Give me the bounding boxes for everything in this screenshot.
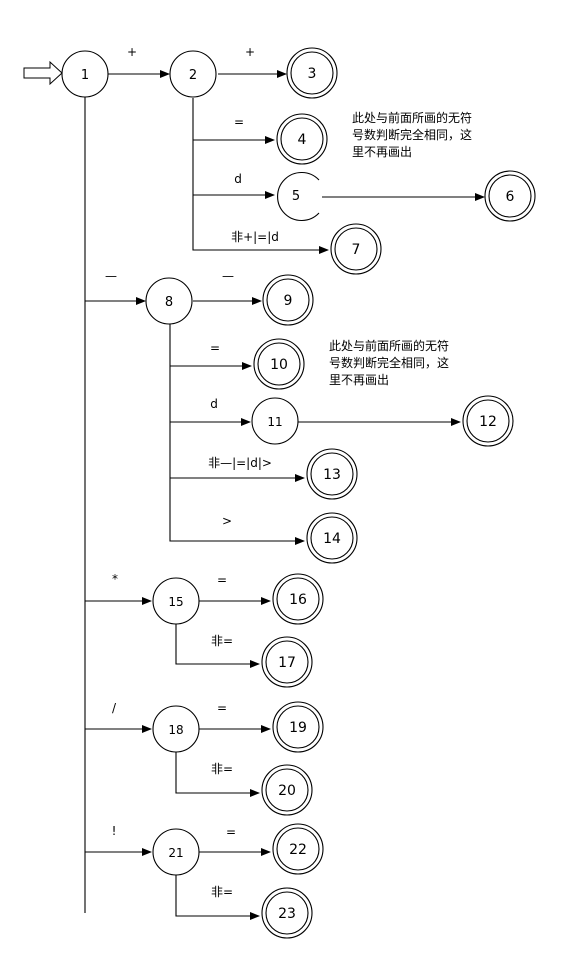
svg-text:3: 3	[308, 66, 317, 82]
svg-text:16: 16	[289, 592, 307, 608]
svg-text:10: 10	[270, 357, 288, 373]
state-5: 5	[277, 171, 320, 222]
svg-text:11: 11	[267, 415, 282, 429]
start-arrow	[23, 60, 63, 86]
edge-2-7	[192, 98, 329, 254]
svg-text:15: 15	[168, 595, 183, 609]
annotation-note-2: 此处与前面所画的无符号数判断完全相同，这里不再画出	[329, 339, 450, 387]
svg-text:12: 12	[479, 414, 497, 430]
svg-text:5: 5	[292, 189, 300, 204]
label-1-15: *	[112, 572, 118, 586]
edge-18-20	[175, 752, 260, 797]
label-8-11: d	[210, 397, 218, 411]
state-15: 15	[152, 577, 200, 625]
svg-text:21: 21	[168, 846, 183, 860]
state-12-final: 12	[462, 395, 514, 447]
label-8-13: 非—|=|d|>	[208, 456, 272, 470]
label-1-18: /	[112, 701, 117, 715]
state-4-final: 4	[276, 113, 328, 165]
state-18: 18	[152, 705, 200, 753]
edge-8-14	[169, 324, 305, 545]
svg-text:17: 17	[278, 655, 296, 671]
label-8-9: —	[222, 269, 234, 283]
label-1-21: !	[112, 824, 117, 838]
state-20-final: 20	[261, 764, 313, 816]
state-2: 2	[169, 50, 217, 98]
label-2-3: +	[245, 45, 255, 59]
label-21-22: =	[226, 825, 236, 839]
state-16-final: 16	[272, 573, 324, 625]
state-21: 21	[152, 828, 200, 876]
edge-21-23	[175, 875, 260, 920]
label-8-10: =	[210, 341, 220, 355]
svg-text:4: 4	[298, 132, 307, 148]
svg-text:7: 7	[352, 242, 361, 258]
svg-text:18: 18	[168, 723, 183, 737]
label-1-2: +	[127, 45, 137, 59]
state-19-final: 19	[272, 701, 324, 753]
state-11: 11	[251, 397, 299, 445]
state-8: 8	[145, 277, 193, 325]
state-10-final: 10	[253, 338, 305, 390]
state-23-final: 23	[261, 887, 313, 939]
svg-text:2: 2	[189, 68, 197, 83]
label-18-20: 非=	[211, 762, 233, 776]
state-22-final: 22	[272, 823, 324, 875]
svg-text:22: 22	[289, 842, 307, 858]
label-21-23: 非=	[211, 885, 233, 899]
svg-text:19: 19	[289, 720, 307, 736]
edge-15-17	[175, 624, 260, 668]
state-1: 1	[61, 50, 109, 98]
svg-text:1: 1	[81, 68, 89, 83]
svg-text:23: 23	[278, 906, 296, 922]
label-18-19: =	[217, 701, 227, 715]
state-7-final: 7	[330, 223, 382, 275]
annotation-note-1: 此处与前面所画的无符号数判断完全相同，这里不再画出	[352, 111, 473, 159]
state-9-final: 9	[262, 274, 314, 326]
label-15-16: =	[217, 573, 227, 587]
svg-text:20: 20	[278, 783, 296, 799]
state-6-final: 6	[484, 170, 536, 222]
label-2-4: =	[234, 115, 244, 129]
state-17-final: 17	[261, 636, 313, 688]
svg-text:8: 8	[165, 295, 173, 310]
state-3-final: 3	[286, 47, 338, 99]
label-2-5: d	[234, 172, 242, 186]
svg-text:14: 14	[323, 531, 341, 547]
state-13-final: 13	[306, 448, 358, 500]
label-8-14: >	[222, 514, 232, 528]
label-15-17: 非=	[211, 634, 233, 648]
label-1-8: —	[105, 269, 117, 283]
svg-text:9: 9	[284, 293, 293, 309]
svg-text:13: 13	[323, 467, 341, 483]
state-14-final: 14	[306, 512, 358, 564]
svg-text:6: 6	[506, 189, 515, 205]
label-2-7: 非+|=|d	[231, 230, 279, 244]
